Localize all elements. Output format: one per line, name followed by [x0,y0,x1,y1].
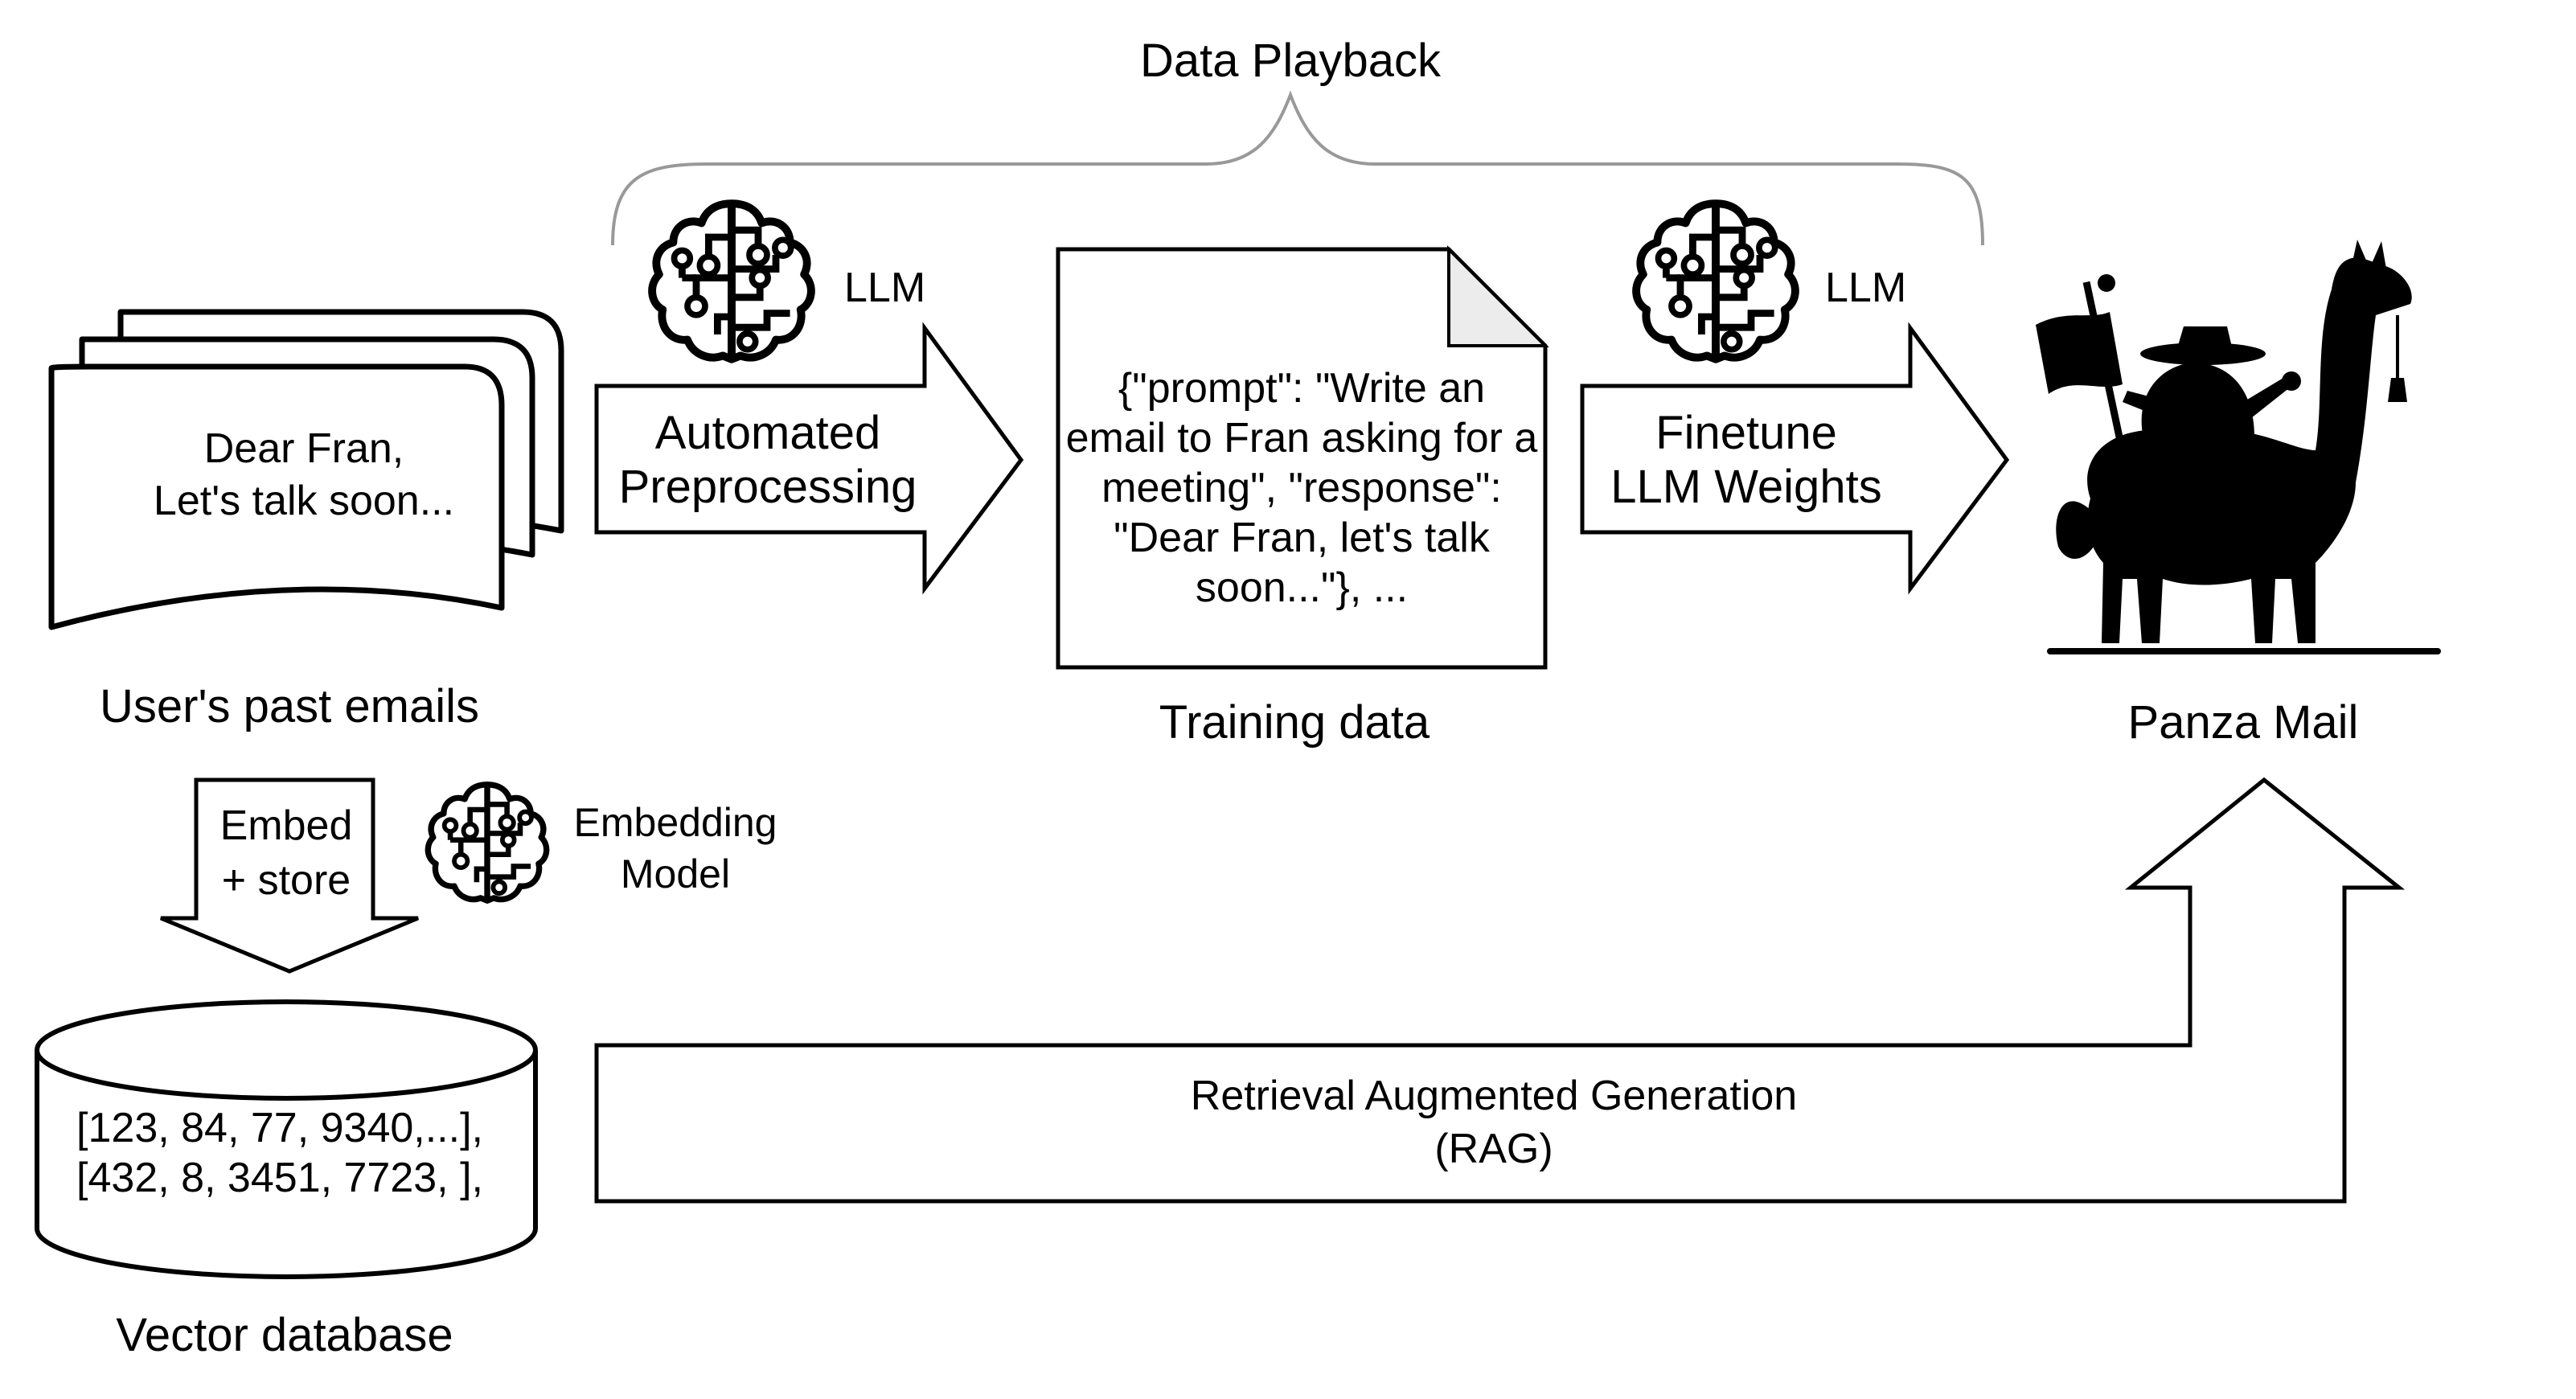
finetune-arrow [1580,322,2010,595]
rag-label-line1: Retrieval Augmented Generation [1191,1073,1797,1119]
preprocess-label-line1: Automated [655,407,881,459]
data-playback-label: Data Playback [1140,35,1442,87]
finetune-label-line2: LLM Weights [1610,461,1881,513]
preprocess-model-label: LLM [844,265,925,311]
embedding-model-line2: Model [621,851,730,896]
training-line-2: email to Fran asking for a [1066,415,1538,462]
training-data-document [1056,245,1549,670]
rag-arrow [594,777,2406,1204]
vector-db-caption: Vector database [116,1309,453,1361]
training-line-3: meeting", "response": [1101,465,1502,511]
llama-silhouette-icon [2036,240,2441,654]
emails-caption: User's past emails [100,680,479,732]
rag-label-line2: (RAG) [1434,1126,1553,1172]
vector-row-1: [123, 84, 77, 9340,...], [76,1105,483,1151]
embed-label-line2: + store [222,857,351,904]
data-playback-bracket [611,90,1984,246]
embedding-model-line1: Embedding [574,800,777,845]
training-line-4: "Dear Fran, let's talk [1114,515,1491,561]
brain-circuit-icon [428,785,546,901]
brain-circuit-icon [652,203,811,359]
vector-row-2: [432, 8, 3451, 7723, ], [76,1155,483,1201]
preprocess-arrow [594,322,1024,595]
embed-label-line1: Embed [220,802,353,849]
training-line-5: soon..."}, ... [1196,564,1408,611]
training-caption: Training data [1159,696,1430,749]
vector-database-cylinder [35,999,538,1279]
embed-store-arrow [160,777,419,974]
training-line-1: {"prompt": "Write an [1118,365,1485,412]
preprocess-label-line2: Preprocessing [619,461,917,513]
brain-circuit-icon [1636,203,1795,359]
email-greeting: Dear Fran, [204,425,404,472]
email-stack-icon [48,309,564,630]
email-body: Let's talk soon... [154,478,454,524]
finetune-label-line1: Finetune [1655,407,1837,459]
finetune-model-label: LLM [1825,265,1906,311]
panza-caption: Panza Mail [2128,696,2359,749]
